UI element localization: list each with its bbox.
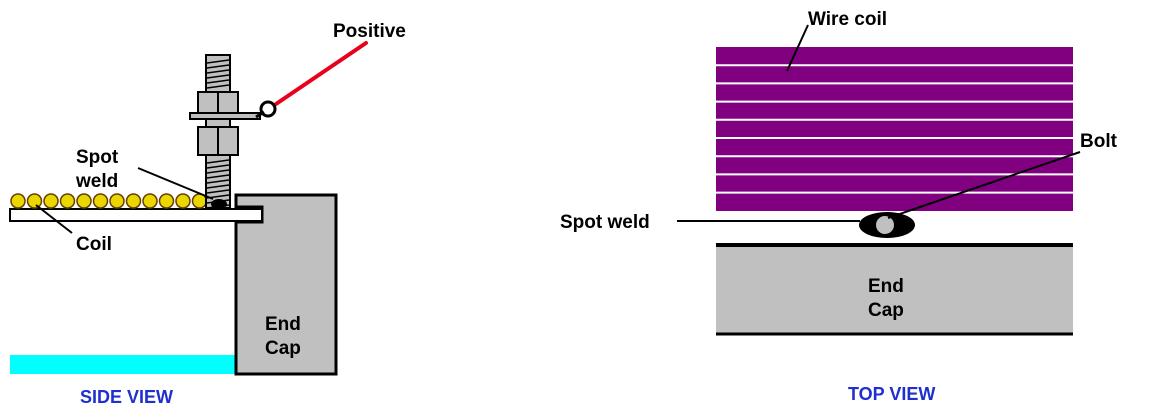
top-spot-weld-label: Spot weld bbox=[560, 212, 650, 233]
bolt-thread bbox=[206, 64, 230, 69]
coil-bead bbox=[10, 193, 26, 209]
coil-bead bbox=[59, 193, 76, 209]
bolt-thread bbox=[206, 169, 230, 174]
wire-coil-windings bbox=[716, 64, 1073, 194]
top-end-cap-label-1: End bbox=[868, 276, 904, 297]
positive-label: Positive bbox=[333, 21, 406, 42]
bolt-thread bbox=[206, 69, 230, 74]
terminal-lug bbox=[255, 110, 265, 119]
coil-label: Coil bbox=[76, 234, 112, 255]
wire-coil-label: Wire coil bbox=[808, 9, 887, 30]
coil-bead bbox=[43, 193, 59, 209]
bolt-thread bbox=[206, 74, 230, 79]
bolt-thread bbox=[206, 84, 230, 89]
bolt-thread bbox=[206, 179, 230, 184]
coil-bead bbox=[109, 193, 125, 209]
top-end-cap-label-2: Cap bbox=[868, 300, 904, 321]
top-view: Wire coil End Cap Spot weld Bolt TOP VIE… bbox=[560, 9, 1118, 404]
wire-coil-block bbox=[716, 47, 1073, 211]
bolt-thread bbox=[206, 159, 230, 164]
bolt-leader bbox=[887, 151, 1081, 219]
coil-bead bbox=[125, 193, 142, 209]
top-view-caption: TOP VIEW bbox=[848, 384, 935, 404]
bolt-thread bbox=[206, 184, 230, 189]
coil-bead bbox=[175, 193, 191, 209]
coil-bead bbox=[158, 193, 175, 209]
side-view: End Cap Positive Spot weld Coil SIDE VIE… bbox=[9, 21, 406, 407]
coil-bead bbox=[26, 193, 43, 209]
coil-beads bbox=[10, 193, 208, 209]
top-end-cap bbox=[716, 245, 1073, 334]
bolt-label: Bolt bbox=[1080, 131, 1118, 152]
washer bbox=[189, 112, 261, 120]
bolt-thread bbox=[206, 189, 230, 194]
bolt-thread bbox=[206, 59, 230, 64]
side-end-cap-label-1: End bbox=[265, 314, 301, 335]
side-end-cap-label-2: Cap bbox=[265, 338, 301, 359]
spot-weld-label-1: Spot bbox=[76, 147, 119, 168]
coil-leader bbox=[35, 204, 73, 234]
wire-coil-leader bbox=[786, 24, 809, 72]
positive-wire bbox=[274, 41, 368, 106]
coil-bead bbox=[92, 193, 109, 209]
spot-weld-label-2: weld bbox=[75, 171, 118, 192]
wire-terminal bbox=[259, 100, 277, 118]
side-spot-weld bbox=[211, 199, 227, 209]
bolt-thread bbox=[206, 164, 230, 169]
water-level bbox=[10, 355, 236, 374]
coil-bead bbox=[76, 193, 92, 209]
bolt-head bbox=[874, 214, 896, 236]
side-view-caption: SIDE VIEW bbox=[80, 387, 173, 407]
bolt-thread bbox=[206, 174, 230, 179]
coil-plate bbox=[9, 208, 263, 222]
spot-weld-leader bbox=[137, 167, 214, 200]
bolt-thread bbox=[206, 79, 230, 84]
coil-bead bbox=[142, 193, 158, 209]
